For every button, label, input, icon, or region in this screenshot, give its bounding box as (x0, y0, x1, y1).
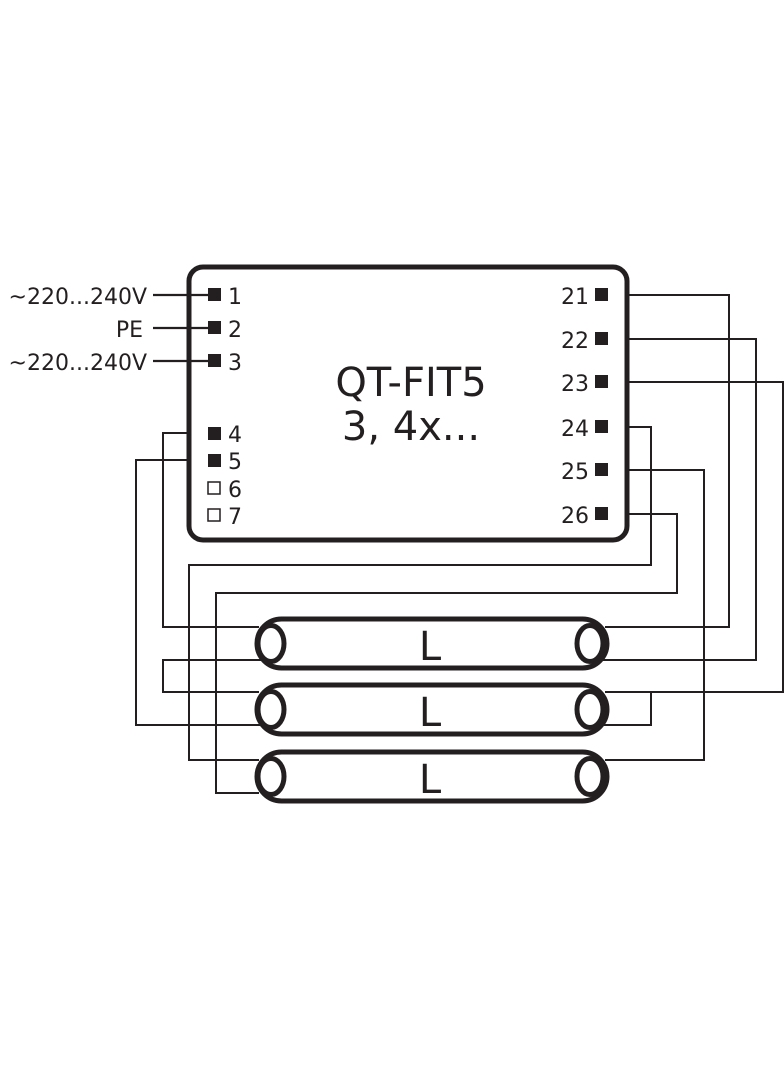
terminal-24 (595, 420, 608, 433)
lamp-2-label: L (419, 690, 442, 736)
lamp-3-left-electrode (255, 756, 287, 797)
terminal-7 (207, 508, 221, 522)
terminal-1 (208, 288, 221, 301)
terminal-4-label: 4 (228, 423, 242, 448)
lamp-3: L (254, 749, 610, 804)
lamp-2-right-electrode (574, 689, 606, 730)
wire-23 (604, 381, 784, 693)
terminal-26 (595, 507, 608, 520)
terminal-2-label: 2 (228, 318, 242, 343)
terminal-23 (595, 375, 608, 388)
terminal-21 (595, 288, 608, 301)
terminal-26-label: 26 (561, 504, 589, 529)
lamp-1: L (254, 616, 610, 671)
terminal-5-label: 5 (228, 450, 242, 475)
wire-21 (604, 294, 730, 628)
lamp-3-right-electrode (574, 756, 606, 797)
terminal-21-label: 21 (561, 285, 589, 310)
lamp-1-label: L (419, 624, 442, 670)
terminal-3-label: 3 (228, 351, 242, 376)
lamp-1-right-electrode (574, 623, 606, 664)
terminal-2 (208, 321, 221, 334)
wires (135, 294, 784, 794)
wire-26 (215, 513, 678, 794)
terminal-6-label: 6 (228, 478, 242, 503)
ballast-box (186, 264, 630, 543)
terminal-5 (208, 454, 221, 467)
lamp-3-label: L (419, 757, 442, 803)
terminal-4 (208, 427, 221, 440)
lamp-2: L (254, 682, 610, 737)
supply-line2-label: ~220...240V (9, 351, 147, 376)
device-model: QT-FIT5 (335, 360, 486, 406)
supply-line1-label: ~220...240V (9, 285, 147, 310)
terminal-3 (208, 354, 221, 367)
terminal-25-label: 25 (561, 460, 589, 485)
wire-24 (188, 426, 652, 761)
terminal-24-label: 24 (561, 417, 589, 442)
terminal-22-label: 22 (561, 329, 589, 354)
device-variant: 3, 4x... (342, 404, 480, 450)
wire-25 (604, 469, 705, 761)
lamp-2-left-electrode (255, 689, 287, 730)
terminal-1-label: 1 (228, 285, 242, 310)
lamp-1-left-electrode (255, 623, 287, 664)
terminal-22 (595, 332, 608, 345)
terminal-23-label: 23 (561, 372, 589, 397)
supply-earth-label: PE (116, 318, 143, 343)
terminal-25 (595, 463, 608, 476)
terminal-7-label: 7 (228, 505, 242, 530)
terminal-6 (207, 481, 221, 495)
